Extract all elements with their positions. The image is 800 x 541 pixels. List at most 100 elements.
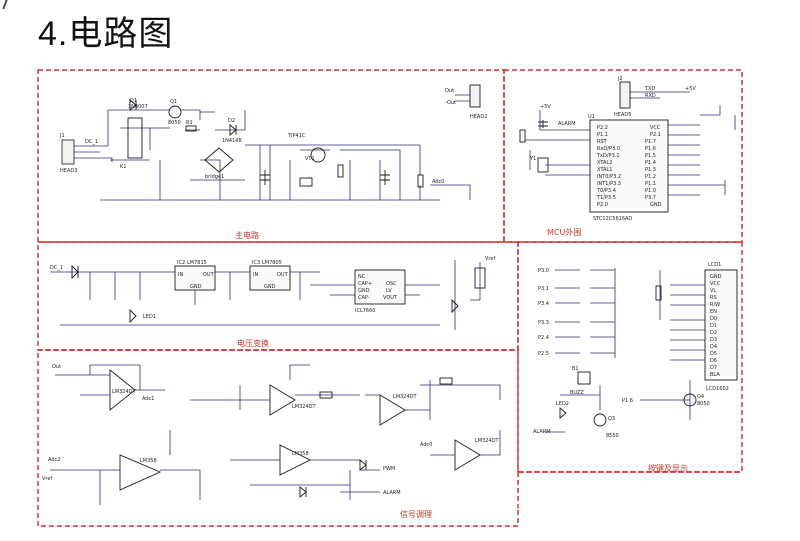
section-title-main: 主电路 — [235, 230, 259, 240]
svg-text:P1.5: P1.5 — [645, 153, 656, 159]
main-wires — [61, 94, 471, 201]
svg-text:T1/P3.5: T1/P3.5 — [596, 195, 616, 201]
label-in1: IN — [178, 272, 183, 278]
frame-main — [37, 69, 505, 243]
svg-text:P1.7: P1.7 — [645, 139, 656, 145]
label-lm7805: LM7805 — [262, 260, 282, 266]
label-p16: P1.6 — [622, 398, 633, 404]
svg-text:P1.3: P1.3 — [645, 167, 656, 173]
label-out: Out — [445, 88, 454, 94]
label-out2b: OUT — [277, 272, 289, 278]
svg-text:P1.2: P1.2 — [645, 174, 656, 180]
label-adc1: Adc1 — [142, 396, 154, 402]
label-adc2: Adc2 — [48, 457, 60, 463]
label-pwm: PWM — [383, 466, 395, 472]
power-parts — [71, 264, 486, 324]
diode-d3 — [71, 264, 79, 280]
label-u1: U1 — [588, 114, 595, 120]
q1-transistor — [168, 105, 182, 119]
label-osc: OSC — [386, 281, 397, 287]
svg-text:R/W: R/W — [710, 302, 720, 308]
label-q3v: 8550 — [606, 433, 619, 439]
signal-wires — [50, 364, 501, 505]
label-ic2: IC2 — [177, 260, 185, 266]
svg-text:P1.0: P1.0 — [645, 188, 656, 194]
label-led1: LED1 — [143, 314, 156, 320]
label-q1: Q1 — [170, 99, 177, 105]
label-icl: ICL7660 — [355, 308, 375, 314]
svg-text:D4: D4 — [710, 344, 717, 350]
q3-transistor — [593, 413, 607, 427]
mcu-chip — [589, 119, 669, 213]
svg-text:P1.4: P1.4 — [645, 160, 656, 166]
label-led2: LED2 — [556, 401, 569, 407]
svg-text:D3: D3 — [710, 337, 717, 343]
label-q4v: 8050 — [697, 401, 710, 407]
svg-text:D1: D1 — [710, 323, 717, 329]
svg-text:D0: D0 — [710, 316, 717, 322]
label-vout: VOUT — [383, 295, 398, 301]
label-buzz: BUZZ — [570, 390, 584, 396]
svg-text:P1.6: P1.6 — [645, 146, 656, 152]
crystal-y1 — [537, 157, 549, 173]
label-lm324-2: LM324DT — [292, 404, 316, 410]
mcu-parts — [519, 81, 669, 213]
label-gnd2: GND — [264, 284, 276, 290]
label-capp: CAP+ — [358, 281, 372, 287]
label-txd: TXD — [644, 86, 655, 92]
label-out2: -Out — [445, 100, 456, 106]
label-rxd: RXD — [645, 93, 656, 99]
svg-text:D2: D2 — [710, 330, 717, 336]
label-head5: HEAD5 — [614, 112, 631, 118]
led1-symbol — [129, 308, 137, 324]
svg-text:RST: RST — [597, 139, 608, 145]
label-in2: IN — [253, 272, 258, 278]
r8-resistor — [417, 174, 424, 188]
zener-d — [451, 298, 459, 314]
rp2-potentiometer — [655, 285, 662, 301]
svg-text:P3.1: P3.1 — [538, 286, 549, 292]
label-out1: OUT — [203, 272, 215, 278]
label-alarm-mcu: ALARM — [558, 121, 576, 127]
label-bridge: bridge1 — [205, 174, 224, 180]
q4-transistor — [683, 393, 697, 407]
label-nc: NC — [358, 274, 366, 280]
svg-text:INT1/P3.3: INT1/P3.3 — [597, 181, 621, 187]
label-alarm-s: ALARM — [383, 490, 401, 496]
svg-text:T0/P3.4: T0/P3.4 — [596, 188, 616, 194]
label-tip: TIP41C — [287, 133, 306, 139]
label-lm324-4: LM324DT — [475, 438, 499, 444]
label-lcd1: LCD1 — [708, 262, 721, 268]
svg-text:GND: GND — [650, 202, 662, 208]
svg-text:RS: RS — [710, 295, 717, 301]
regulator-lm7815 — [174, 265, 216, 291]
label-gnd-icl: GND — [358, 288, 370, 294]
capacitor-c20 — [538, 120, 548, 128]
buzzer-b1 — [577, 371, 591, 385]
mcu-wires — [525, 91, 736, 196]
label-adc0-s: Adc0 — [420, 442, 432, 448]
keys-parts — [559, 269, 738, 427]
svg-text:VL: VL — [710, 288, 716, 294]
label-q3: Q3 — [608, 416, 615, 422]
svg-text:P2.4: P2.4 — [538, 335, 549, 341]
svg-text:P1.1: P1.1 — [645, 181, 656, 187]
vt1-transistor — [310, 147, 326, 163]
label-v5-mcu: +5V — [540, 104, 551, 110]
svg-text:VCC: VCC — [650, 125, 661, 131]
label-r1: R1 — [186, 120, 193, 126]
diode-d1 — [129, 99, 137, 111]
label-d1v: 1N4007 — [128, 104, 148, 110]
diode-d5 — [359, 459, 367, 471]
svg-text:XTAL2: XTAL2 — [597, 160, 612, 166]
svg-text:GND: GND — [710, 274, 722, 280]
label-d2: D2 — [228, 118, 235, 124]
label-d2v: 1N4148 — [222, 138, 242, 144]
label-d1: D1 — [130, 98, 137, 104]
label-out-s: Out — [52, 364, 61, 370]
label-lm358-2: LM358 — [292, 451, 309, 457]
opamp-ic5d — [454, 439, 481, 471]
frame-keys — [517, 241, 743, 473]
opamp-ic6b — [279, 444, 312, 476]
